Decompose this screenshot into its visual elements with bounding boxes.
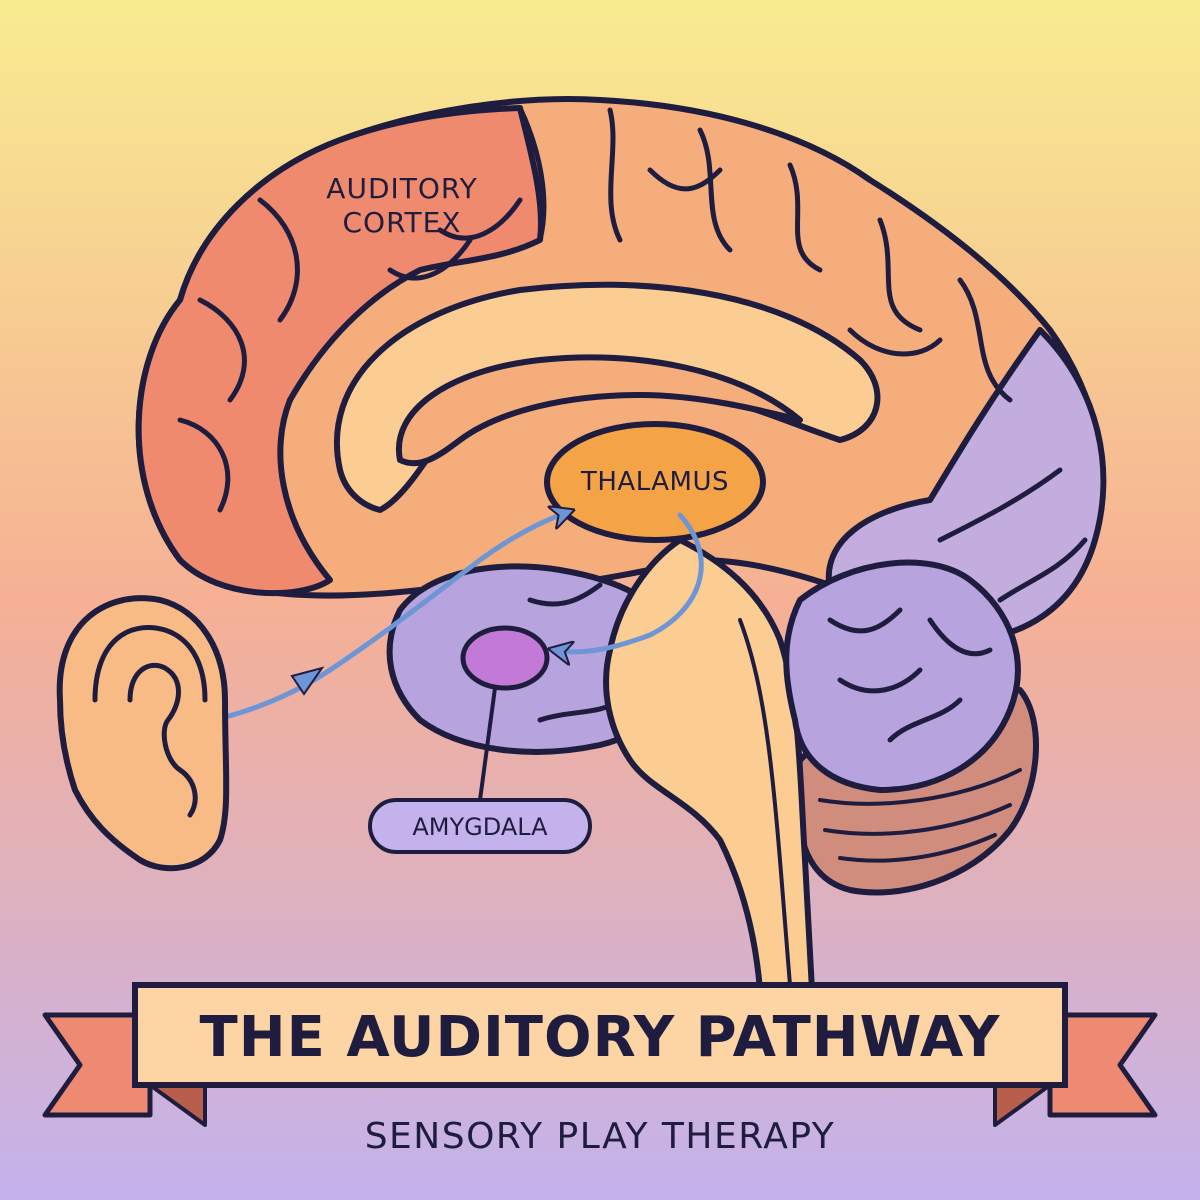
ear-icon (56, 595, 230, 872)
thalamus-to-amygdala-arrow (555, 512, 704, 652)
title-banner: THE AUDITORY PATHWAY (42, 982, 1158, 1127)
thalamus-label: THALAMUS (580, 467, 729, 497)
cerebellum (783, 559, 1021, 793)
diagram-title: THE AUDITORY PATHWAY (200, 1005, 1001, 1070)
amygdala-label: AMYGDALA (412, 813, 548, 841)
pathway-arrows (202, 512, 704, 725)
banner-body (132, 982, 1068, 1088)
amygdala-label-pill (368, 798, 592, 854)
amygdala-leader-line (478, 686, 497, 802)
thalamus: THALAMUS (544, 421, 766, 543)
mid-arrowhead (290, 666, 325, 696)
corpus-callosum (333, 281, 881, 513)
thalamus-shape (544, 421, 766, 543)
amygdala: AMYGDALA (368, 625, 592, 854)
diagram-subtitle: SENSORY PLAY THERAPY (365, 1116, 836, 1157)
amygdala-shape (460, 625, 550, 691)
auditory-cortex-label-line1: AUDITORY (326, 172, 477, 205)
auditory-cortex-label-line2: CORTEX (343, 206, 462, 239)
ear-to-thalamus-arrow (202, 512, 568, 725)
cortex-folds (177, 105, 1013, 513)
